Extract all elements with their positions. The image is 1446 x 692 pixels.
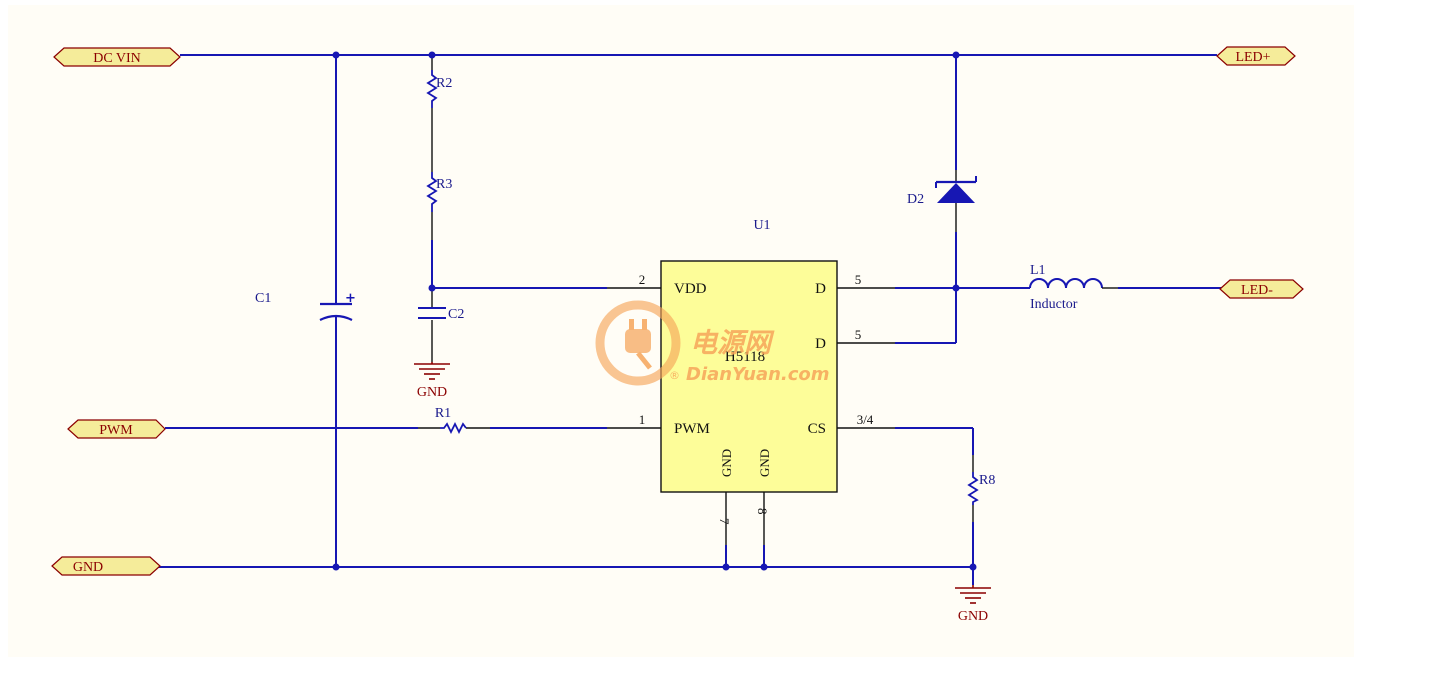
registered-mark: ®	[669, 369, 680, 382]
resistor-r8[interactable]	[967, 472, 979, 505]
ic-pin-cs-label: CS	[808, 421, 826, 437]
l1-value-label: Inductor	[1030, 297, 1078, 312]
r8-label: R8	[979, 473, 995, 488]
port-led-minus-label: LED-	[1241, 283, 1273, 298]
junctions	[332, 51, 977, 571]
junction-dot	[722, 563, 730, 571]
ic-pin-vdd-label: VDD	[674, 281, 707, 297]
gnd-label-r8: GND	[958, 609, 988, 624]
resistor-r3[interactable]	[426, 172, 438, 212]
junction-dot	[428, 51, 436, 59]
plus-icon: +	[345, 291, 356, 306]
pin-number-pwm: 1	[639, 412, 646, 427]
capacitor-c2[interactable]	[418, 307, 446, 319]
pin-number-d-top: 5	[855, 272, 862, 287]
ic-u1[interactable]	[660, 260, 838, 493]
c2-label: C2	[448, 307, 464, 322]
junction-dot	[332, 563, 340, 571]
inductor-l1[interactable]	[1029, 278, 1118, 289]
junction-dot	[428, 284, 436, 292]
port-led-plus[interactable]: LED+	[1216, 46, 1296, 66]
u1-label: U1	[753, 218, 770, 233]
gnd-label-c2: GND	[417, 385, 447, 400]
d2-label: D2	[907, 192, 924, 207]
pin-number-vdd: 2	[639, 272, 646, 287]
plug-logo-icon	[595, 300, 681, 386]
pin-number-cs: 3/4	[857, 412, 874, 427]
watermark-en-text: DianYuan.com	[686, 364, 830, 385]
port-dc-vin[interactable]: DC VIN	[53, 47, 181, 67]
port-led-minus[interactable]: LED-	[1219, 279, 1304, 299]
ic-pin-d-top-label: D	[815, 281, 826, 297]
resistor-r2[interactable]	[426, 70, 438, 108]
r3-label: R3	[436, 177, 452, 192]
ic-pin-d-bottom-label: D	[815, 336, 826, 352]
watermark-cn-text: 电源网	[690, 328, 775, 359]
junction-dot	[332, 51, 340, 59]
capacitor-c1[interactable]: +	[319, 291, 356, 340]
wires	[158, 54, 1222, 585]
diode-d2[interactable]	[935, 176, 977, 203]
port-dc-vin-label: DC VIN	[93, 51, 141, 66]
r2-label: R2	[436, 76, 452, 91]
ground-symbol-c2	[414, 362, 450, 380]
ground-symbol-r8	[955, 585, 991, 604]
junction-dot	[760, 563, 768, 571]
pin-number-gnd-left: 7	[717, 518, 732, 525]
ic-part-name: H5118	[725, 349, 765, 365]
port-led-plus-label: LED+	[1235, 50, 1270, 65]
ic-pin-pwm-label: PWM	[674, 421, 710, 437]
junction-dot	[969, 563, 977, 571]
resistor-r1[interactable]	[440, 421, 467, 435]
port-pwm-label: PWM	[99, 423, 133, 438]
pin-number-gnd-right: 8	[755, 508, 770, 515]
ic-pin-gnd-right-label: GND	[757, 449, 772, 477]
junction-dot	[952, 51, 960, 59]
pin-number-d-bottom: 5	[855, 327, 862, 342]
port-pwm[interactable]: PWM	[67, 419, 166, 439]
junction-dot	[952, 284, 960, 292]
watermark: 电源网 DianYuan.com ®	[595, 300, 830, 386]
ic-pin-gnd-left-label: GND	[719, 449, 734, 477]
r1-label: R1	[435, 406, 451, 421]
ic-body[interactable]	[660, 260, 838, 493]
c1-label: C1	[255, 291, 271, 306]
port-gnd-label: GND	[73, 560, 103, 575]
l1-label: L1	[1030, 263, 1046, 278]
port-gnd[interactable]: GND	[51, 556, 161, 576]
